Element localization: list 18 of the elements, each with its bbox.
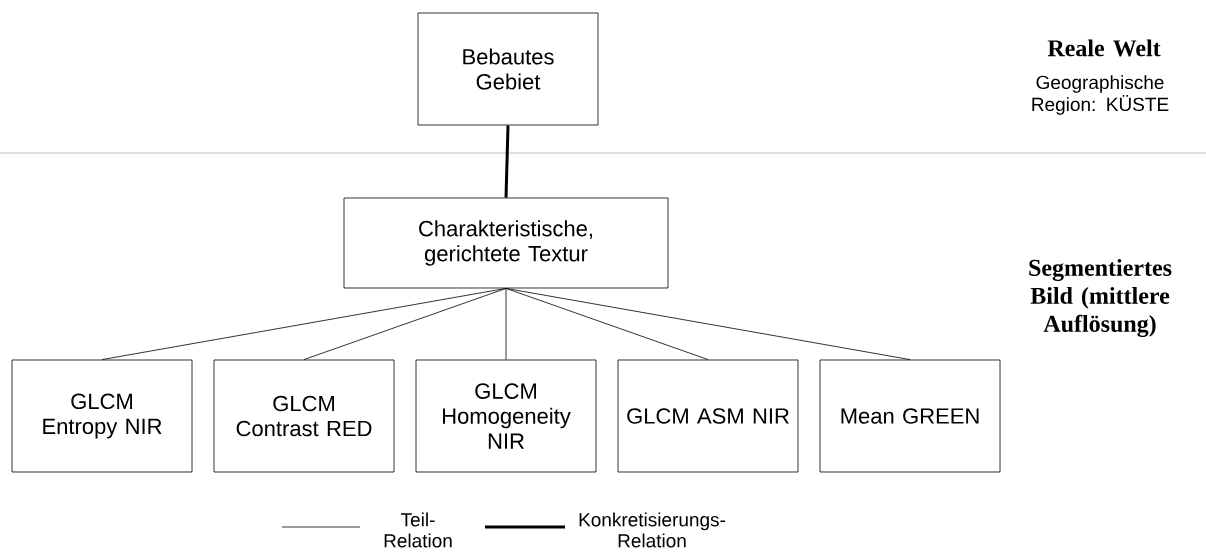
layer-heading: Reale Welt (1047, 39, 1161, 57)
connector-line (504, 125, 510, 198)
connector-line (303, 288, 507, 360)
box: GLCM Entropy NIR (11, 359, 193, 473)
connector-line (505, 288, 709, 360)
box: GLCM Homogeneity NIR (415, 359, 597, 473)
box: Charakteristische, gerichtete Textur (343, 197, 669, 289)
box: Mean GREEN (819, 359, 1001, 473)
box: GLCM ASM NIR (617, 359, 799, 473)
legend-text: Konkretisierungs- Relation (579, 512, 726, 548)
layer-heading: Segmentiertes Bild (mittlere Auflösung) (1029, 259, 1172, 337)
connector-line (505, 288, 507, 360)
box: GLCM Contrast RED (213, 359, 395, 473)
connector-line (101, 288, 507, 360)
legend-text: Teil- Relation (384, 512, 452, 548)
region-note: Geographische Region: KÜSTE (1032, 75, 1169, 115)
box: Bebautes Gebiet (417, 12, 599, 126)
connector-line (505, 288, 911, 360)
